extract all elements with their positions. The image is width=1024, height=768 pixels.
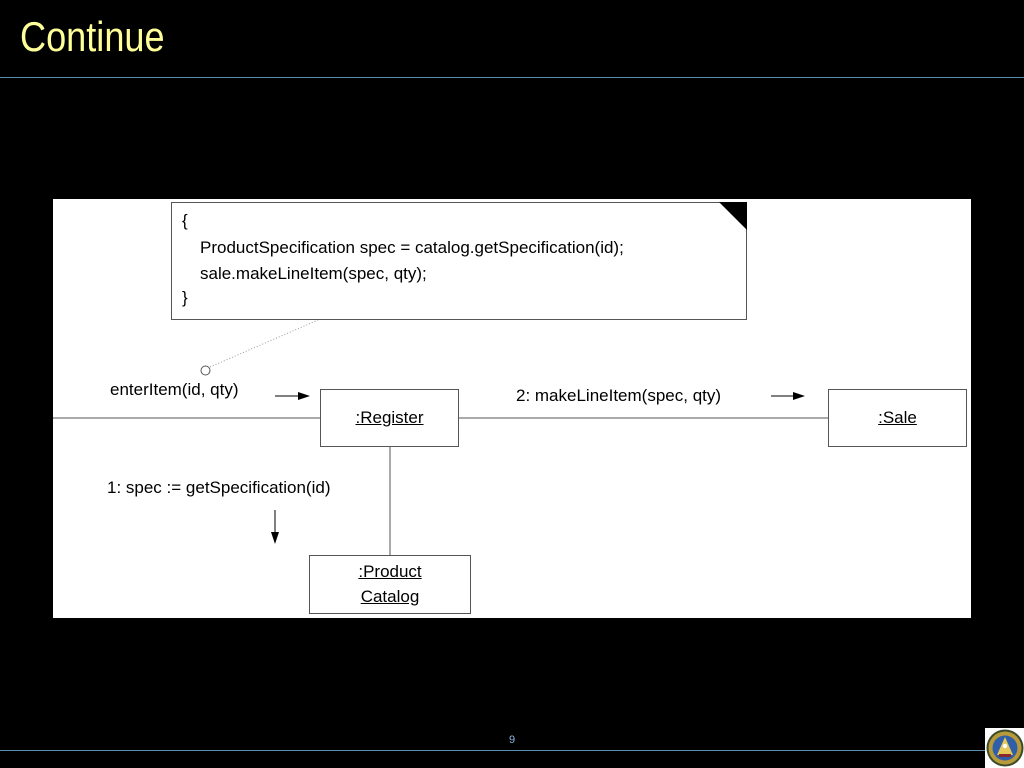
sale-object-label: :Sale: [878, 407, 917, 427]
make-line-item-arrow: [771, 392, 805, 400]
footer-divider: [0, 750, 985, 751]
product-catalog-label-line2: Catalog: [360, 586, 420, 606]
product-catalog-label-line1: :Product: [358, 561, 422, 581]
register-object-label: :Register: [355, 407, 424, 427]
university-seal-icon: [985, 728, 1024, 768]
note-anchor-line: [209, 319, 319, 368]
enter-item-message: enterItem(id, qty): [110, 380, 239, 399]
code-note: { ProductSpecification spec = catalog.ge…: [171, 202, 747, 320]
make-line-item-message: 2: makeLineItem(spec, qty): [516, 386, 722, 405]
note-line-make-line-item: sale.makeLineItem(spec, qty);: [200, 264, 427, 283]
note-line-close-brace: }: [182, 288, 188, 307]
title-divider: [0, 77, 1024, 78]
note-line-open-brace: {: [182, 211, 188, 230]
note-line-get-specification: ProductSpecification spec = catalog.getS…: [200, 238, 624, 257]
note-folded-corner-icon: [719, 202, 747, 230]
get-specification-message: 1: spec := getSpecification(id): [107, 478, 331, 497]
product-catalog-object: :Product Catalog: [309, 555, 471, 614]
slide-title: Continue: [20, 13, 165, 60]
register-object: :Register: [320, 389, 459, 447]
page-number: 9: [508, 734, 516, 746]
enter-item-arrow: [275, 392, 310, 400]
get-specification-arrow: [271, 510, 279, 544]
sale-object: :Sale: [828, 389, 967, 447]
collaboration-diagram: { ProductSpecification spec = catalog.ge…: [53, 199, 971, 618]
diagram-connectors: [53, 319, 828, 555]
note-anchor-circle: [200, 365, 211, 376]
